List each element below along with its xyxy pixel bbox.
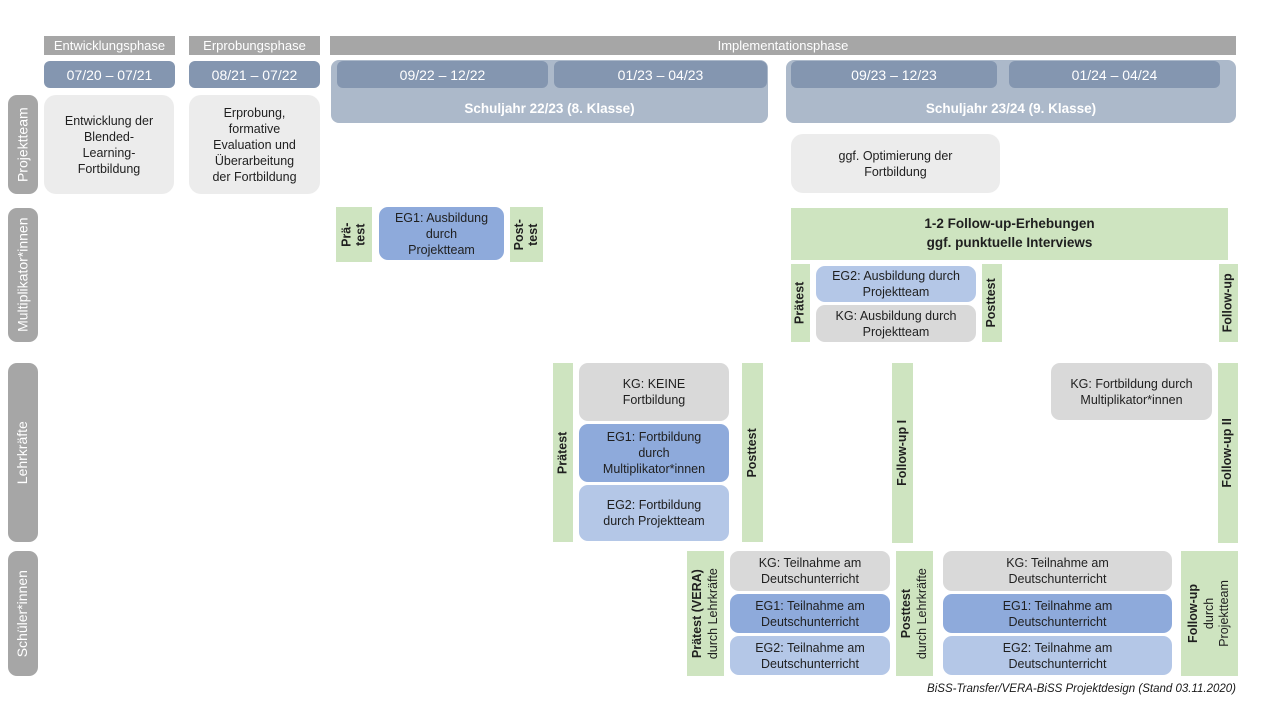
date-bar-08-21: 08/21 – 07/22 — [189, 61, 320, 88]
followup2-lehrkraefte: Follow-up II — [1218, 363, 1238, 543]
praetest-multiplikatoren-right: Prätest — [791, 264, 810, 342]
posttest-multiplikatoren-right: Posttest — [982, 264, 1002, 342]
followup-label: Follow-up — [1186, 583, 1201, 644]
box-optimierung-fortbildung: ggf. Optimierung der Fortbildung — [791, 134, 1000, 193]
box-eg1-teilnahme-right: EG1: Teilnahme am Deutschunterricht — [943, 594, 1172, 633]
box-eg1-fortbildung-multiplikatoren: EG1: Fortbildung durch Multiplikator*inn… — [579, 424, 729, 482]
box-kg-fortbildung-multiplikatoren: KG: Fortbildung durch Multiplikator*inne… — [1051, 363, 1212, 420]
vertical-label: Post- test — [511, 218, 540, 251]
praetest-multiplikatoren-left: Prä- test — [336, 207, 372, 262]
row-label-projektteam: Projektteam — [8, 95, 38, 194]
box-eg2-ausbildung: EG2: Ausbildung durch Projektteam — [816, 266, 976, 302]
followup-multiplikatoren: Follow-up — [1219, 264, 1238, 342]
date-bar-09-22: 09/22 – 12/22 — [337, 61, 548, 88]
box-kg-keine-fortbildung: KG: KEINE Fortbildung — [579, 363, 729, 421]
date-bar-07-20: 07/20 – 07/21 — [44, 61, 175, 88]
row-label-text: Lehrkräfte — [14, 420, 31, 485]
posttest-multiplikatoren-left: Post- test — [510, 207, 543, 262]
date-bar-09-23: 09/23 – 12/23 — [791, 61, 997, 88]
phase-header-erprobungsphase: Erprobungsphase — [189, 36, 320, 55]
followup-schueler: Follow-up durch Projektteam — [1181, 551, 1238, 676]
box-eg2-teilnahme-left: EG2: Teilnahme am Deutschunterricht — [730, 636, 890, 675]
box-eg2-fortbildung-projektteam: EG2: Fortbildung durch Projektteam — [579, 485, 729, 541]
box-kg-teilnahme-left: KG: Teilnahme am Deutschunterricht — [730, 551, 890, 591]
box-followup-erhebungen: 1-2 Follow-up-Erhebungen ggf. punktuelle… — [791, 208, 1228, 260]
praetest-lehrkraefte: Prätest — [553, 363, 573, 542]
vertical-label-group: Prätest (VERA) durch Lehrkräfte — [690, 568, 721, 659]
posttest-schueler: Posttest durch Lehrkräfte — [896, 551, 933, 676]
phase-header-entwicklungsphase: Entwicklungsphase — [44, 36, 175, 55]
row-label-lehrkraefte: Lehrkräfte — [8, 363, 38, 542]
row-label-multiplikatoren: Multiplikator*innen — [8, 208, 38, 342]
row-label-text: Schüler*innen — [14, 569, 31, 658]
date-bar-01-23: 01/23 – 04/23 — [554, 61, 767, 88]
vertical-label: Posttest — [744, 427, 759, 478]
row-label-text: Multiplikator*innen — [14, 217, 31, 333]
posttest-lehrkraefte: Posttest — [742, 363, 763, 542]
box-entwicklung-fortbildung: Entwicklung der Blended- Learning- Fortb… — [44, 95, 174, 194]
durch-lehrkraefte-label: durch Lehrkräfte — [914, 567, 929, 660]
vertical-label: Prätest — [792, 281, 807, 325]
praetest-vera-schueler: Prätest (VERA) durch Lehrkräfte — [687, 551, 724, 676]
row-label-text: Projektteam — [14, 107, 31, 182]
box-eg2-teilnahme-right: EG2: Teilnahme am Deutschunterricht — [943, 636, 1172, 675]
box-kg-ausbildung: KG: Ausbildung durch Projektteam — [816, 305, 976, 342]
vertical-label: Posttest — [984, 278, 999, 328]
followup1-lehrkraefte: Follow-up I — [892, 363, 913, 543]
durch-label: durch — [1201, 597, 1216, 630]
row-label-schueler: Schüler*innen — [8, 551, 38, 676]
vertical-label: Follow-up II — [1220, 418, 1235, 488]
projektteam-label: Projektteam — [1217, 580, 1232, 647]
date-bar-01-24: 01/24 – 04/24 — [1009, 61, 1220, 88]
box-eg1-ausbildung: EG1: Ausbildung durch Projektteam — [379, 207, 504, 260]
vertical-label: Prätest — [555, 431, 570, 474]
vertical-label: Follow-up I — [894, 420, 909, 486]
box-kg-teilnahme-right: KG: Teilnahme am Deutschunterricht — [943, 551, 1172, 591]
box-eg1-teilnahme-left: EG1: Teilnahme am Deutschunterricht — [730, 594, 890, 633]
box-erprobung-evaluation: Erprobung, formative Evaluation und Über… — [189, 95, 320, 194]
praetest-vera-label: Prätest (VERA) — [689, 569, 704, 658]
vertical-label-group: Follow-up durch Projektteam — [1186, 580, 1233, 647]
phase-header-implementationsphase: Implementationsphase — [330, 36, 1236, 55]
posttest-label: Posttest — [898, 588, 913, 639]
diagram-caption: BiSS-Transfer/VERA-BiSS Projektdesign (S… — [927, 683, 1236, 695]
vertical-label: Prä- test — [339, 222, 367, 247]
vertical-label: Follow-up — [1220, 273, 1235, 333]
vertical-label-group: Posttest durch Lehrkräfte — [899, 568, 930, 659]
durch-lehrkraefte-label: durch Lehrkräfte — [705, 567, 720, 660]
